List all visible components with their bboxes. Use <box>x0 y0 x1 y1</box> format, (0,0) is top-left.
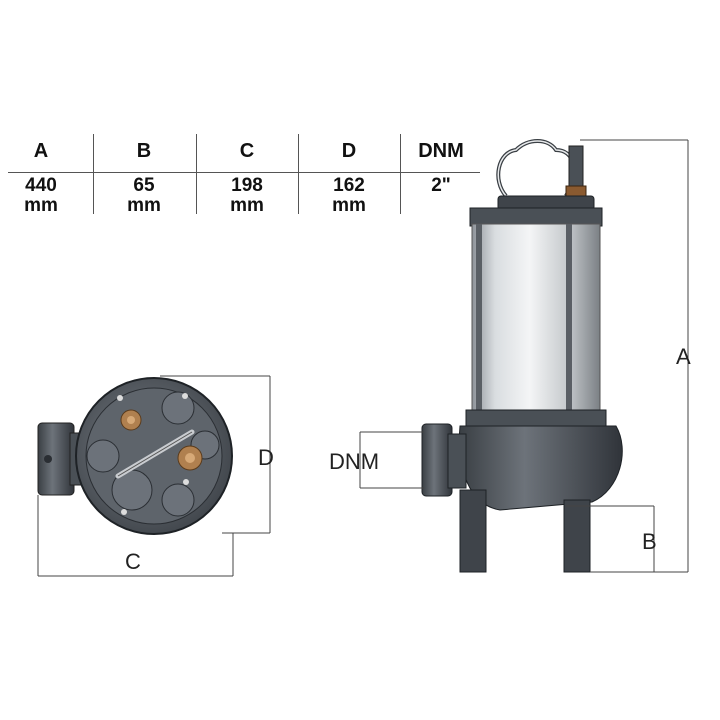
motor-top-flange <box>469 207 603 227</box>
value-c-unit: mm <box>230 195 264 216</box>
dim-label-dnm: DNM <box>329 449 379 474</box>
dim-label-c: C <box>125 549 141 574</box>
table-cell-dnm: 2" <box>390 176 492 196</box>
screw-icon <box>183 479 189 485</box>
tie-rod <box>476 224 482 414</box>
cable-gland-core <box>185 453 195 463</box>
value-d-number: 162 <box>333 175 365 196</box>
table-cell-b: 65 mm <box>93 176 195 216</box>
dim-label-a: A <box>676 344 691 369</box>
table-cell-a: 440 mm <box>0 176 92 216</box>
dim-label-d: D <box>258 445 274 470</box>
dim-label-b: B <box>642 529 657 554</box>
table-header-d: D <box>341 140 357 162</box>
table-cell-c: 198 mm <box>196 176 298 216</box>
value-b-number: 65 <box>133 175 155 196</box>
table-header-dnm: DNM <box>418 140 464 162</box>
table-cell-d: 162 mm <box>298 176 400 216</box>
value-a-unit: mm <box>24 195 58 216</box>
table-column-divider <box>298 134 299 214</box>
lifting-handle <box>496 139 576 198</box>
value-c-number: 198 <box>231 175 263 196</box>
handle-bar-edge <box>117 431 193 477</box>
pump-side-view: A B DNM <box>329 139 691 573</box>
flange-bolt <box>44 455 52 463</box>
cover-boss <box>161 483 195 517</box>
discharge-flange <box>37 422 75 496</box>
cover-boss <box>161 391 195 425</box>
value-b-unit: mm <box>127 195 161 216</box>
table-header-a: A <box>33 140 49 162</box>
motor-bottom-flange <box>465 409 607 427</box>
cover-boss <box>86 439 120 473</box>
support-leg <box>459 489 487 573</box>
cable-gland-core <box>127 416 135 424</box>
cable-outlet <box>568 145 584 191</box>
table-column-divider <box>93 134 94 214</box>
value-a-number: 440 <box>25 175 57 196</box>
discharge-neck <box>447 433 467 489</box>
screw-icon <box>121 509 127 515</box>
table-header-divider <box>8 172 480 173</box>
screw-icon <box>182 393 188 399</box>
table-header-b: B <box>136 140 152 162</box>
table-header-c: C <box>239 140 255 162</box>
table-column-divider <box>400 134 401 214</box>
pump-top-view: D C <box>37 375 274 577</box>
value-dnm-number: 2" <box>431 175 451 196</box>
table-column-divider <box>196 134 197 214</box>
value-d-unit: mm <box>332 195 366 216</box>
screw-icon <box>117 395 123 401</box>
tie-rod <box>566 224 572 414</box>
motor-casing <box>471 223 601 415</box>
support-leg <box>563 499 591 573</box>
